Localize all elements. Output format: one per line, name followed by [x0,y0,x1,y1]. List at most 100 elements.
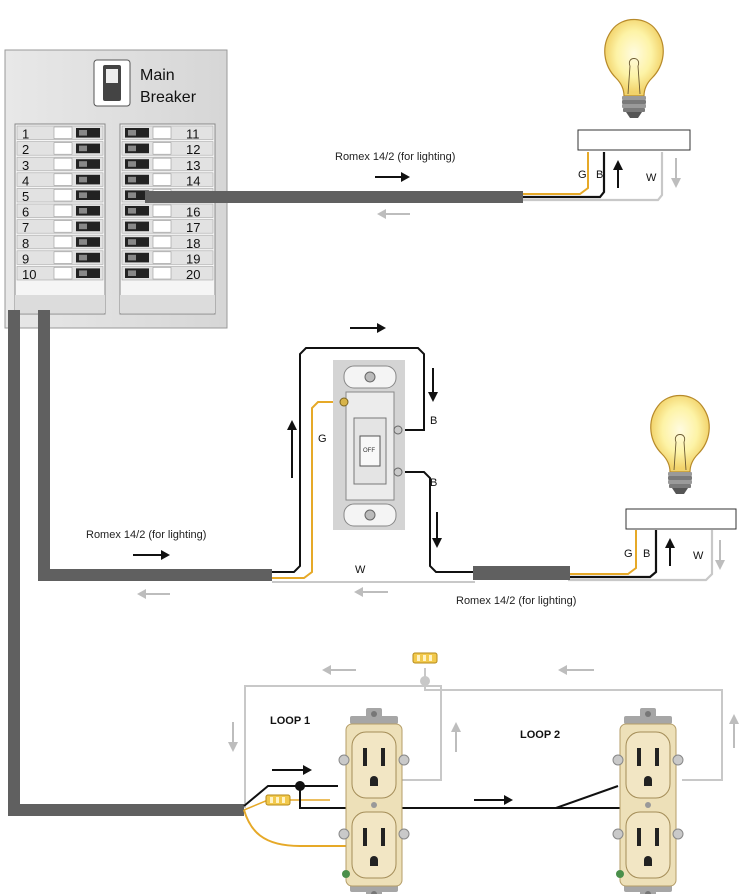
wire-letter-b: B [643,548,650,560]
wire-letter-w: W [355,564,366,576]
return-arrow [451,722,461,752]
romex-label-mid-left: Romex 14/2 (for lighting) [86,529,206,541]
main-breaker-label-2: Breaker [140,89,197,106]
ground-wire [568,530,637,575]
neutral-wire [244,685,442,808]
breaker-right-18: 18 [121,234,214,251]
light-bulb-icon [589,15,679,119]
breaker-right-17: 17 [121,219,214,235]
neutral-wire [424,686,723,781]
romex-cable-mid [473,566,570,580]
breaker-right-13: 13 [121,156,214,173]
hot-wire [520,152,606,199]
breaker-left-4: 4 [16,172,104,188]
flow-arrow [287,420,297,478]
svg-text:OFF: OFF [363,448,375,454]
hot-wire [272,347,425,573]
return-arrow [729,714,739,748]
breaker-right-20: 20 [121,266,214,282]
light-switch-icon: OFF [333,360,405,530]
ground-wire [520,152,589,195]
main-breaker-label-1: Main [140,67,175,84]
breaker-left-5: 5 [16,188,104,204]
breaker-number: 5 [22,189,29,204]
breaker-left-8: 8 [16,234,104,251]
breaker-number: 8 [22,236,29,251]
flow-arrow [272,765,312,775]
return-arrow [228,722,238,752]
junction-node [295,781,305,791]
flow-arrow [375,172,410,182]
hot-wire [243,785,338,807]
return-arrow [671,158,681,188]
breaker-number: 19 [186,251,200,266]
wire-letter-g: G [578,169,587,181]
breaker-left-6: 6 [16,203,104,220]
hot-wire [404,471,475,573]
junction-node [420,676,430,686]
breaker-left-7: 7 [16,219,104,235]
return-arrow [354,587,388,597]
wire-letter-b: B [430,415,437,427]
loop2-label: LOOP 2 [520,729,560,741]
breaker-number: 7 [22,220,29,235]
breaker-left-10: 10 [16,266,104,282]
wire-letter-g: G [318,433,327,445]
breaker-number: 9 [22,251,29,266]
neutral-wire [520,152,664,202]
hot-wire [412,785,619,809]
breaker-number: 13 [186,158,200,173]
wire-nut-icon [412,652,438,664]
flow-arrow [350,323,386,333]
flow-arrow [432,512,442,548]
fixture-base [577,129,691,151]
return-arrow [137,589,170,599]
flow-arrow [133,550,170,560]
flow-arrow [428,368,438,402]
romex-cable-top [145,191,523,203]
breaker-number: 11 [186,127,200,142]
breaker-number: 14 [186,173,200,188]
flow-arrow [665,538,675,566]
breaker-left-2: 2 [16,141,104,157]
breaker-left-1: 1 [16,125,104,142]
breaker-number: 12 [186,142,200,157]
ground-wire [243,809,348,847]
breaker-number: 2 [22,142,29,157]
breaker-number: 18 [186,236,200,251]
breaker-number: 17 [186,220,200,235]
duplex-receptacle-icon [612,707,684,894]
wire-letter-w: W [693,550,704,562]
return-arrow [322,665,356,675]
return-arrow [715,540,725,570]
breaker-right-16: 16 [121,203,214,220]
breaker-left-9: 9 [16,250,104,266]
neutral-wire [568,530,714,582]
breaker-number: 20 [186,267,200,282]
breaker-number: 4 [22,173,29,188]
return-arrow [377,209,410,219]
romex-label-top: Romex 14/2 (for lighting) [335,151,455,163]
hot-wire [568,530,658,579]
breaker-number: 3 [22,158,29,173]
return-arrow [558,665,594,675]
loop1-label: LOOP 1 [270,715,310,727]
breaker-right-12: 12 [121,141,214,157]
breaker-number: 10 [22,267,36,282]
wire-letter-g: G [624,548,633,560]
wire-nut-icon [265,794,291,806]
breaker-number: 16 [186,205,200,220]
breaker-right-19: 19 [121,250,214,266]
ground-wire [272,401,344,579]
wire-letter-b: B [430,477,437,489]
fixture-base [625,508,737,530]
romex-label-mid-right: Romex 14/2 (for lighting) [456,595,576,607]
receptacle-feed-cable [8,310,244,816]
wire-letter-b: B [596,169,603,181]
romex-cable-switch-feed [38,310,272,581]
breaker-number: 1 [22,127,29,142]
